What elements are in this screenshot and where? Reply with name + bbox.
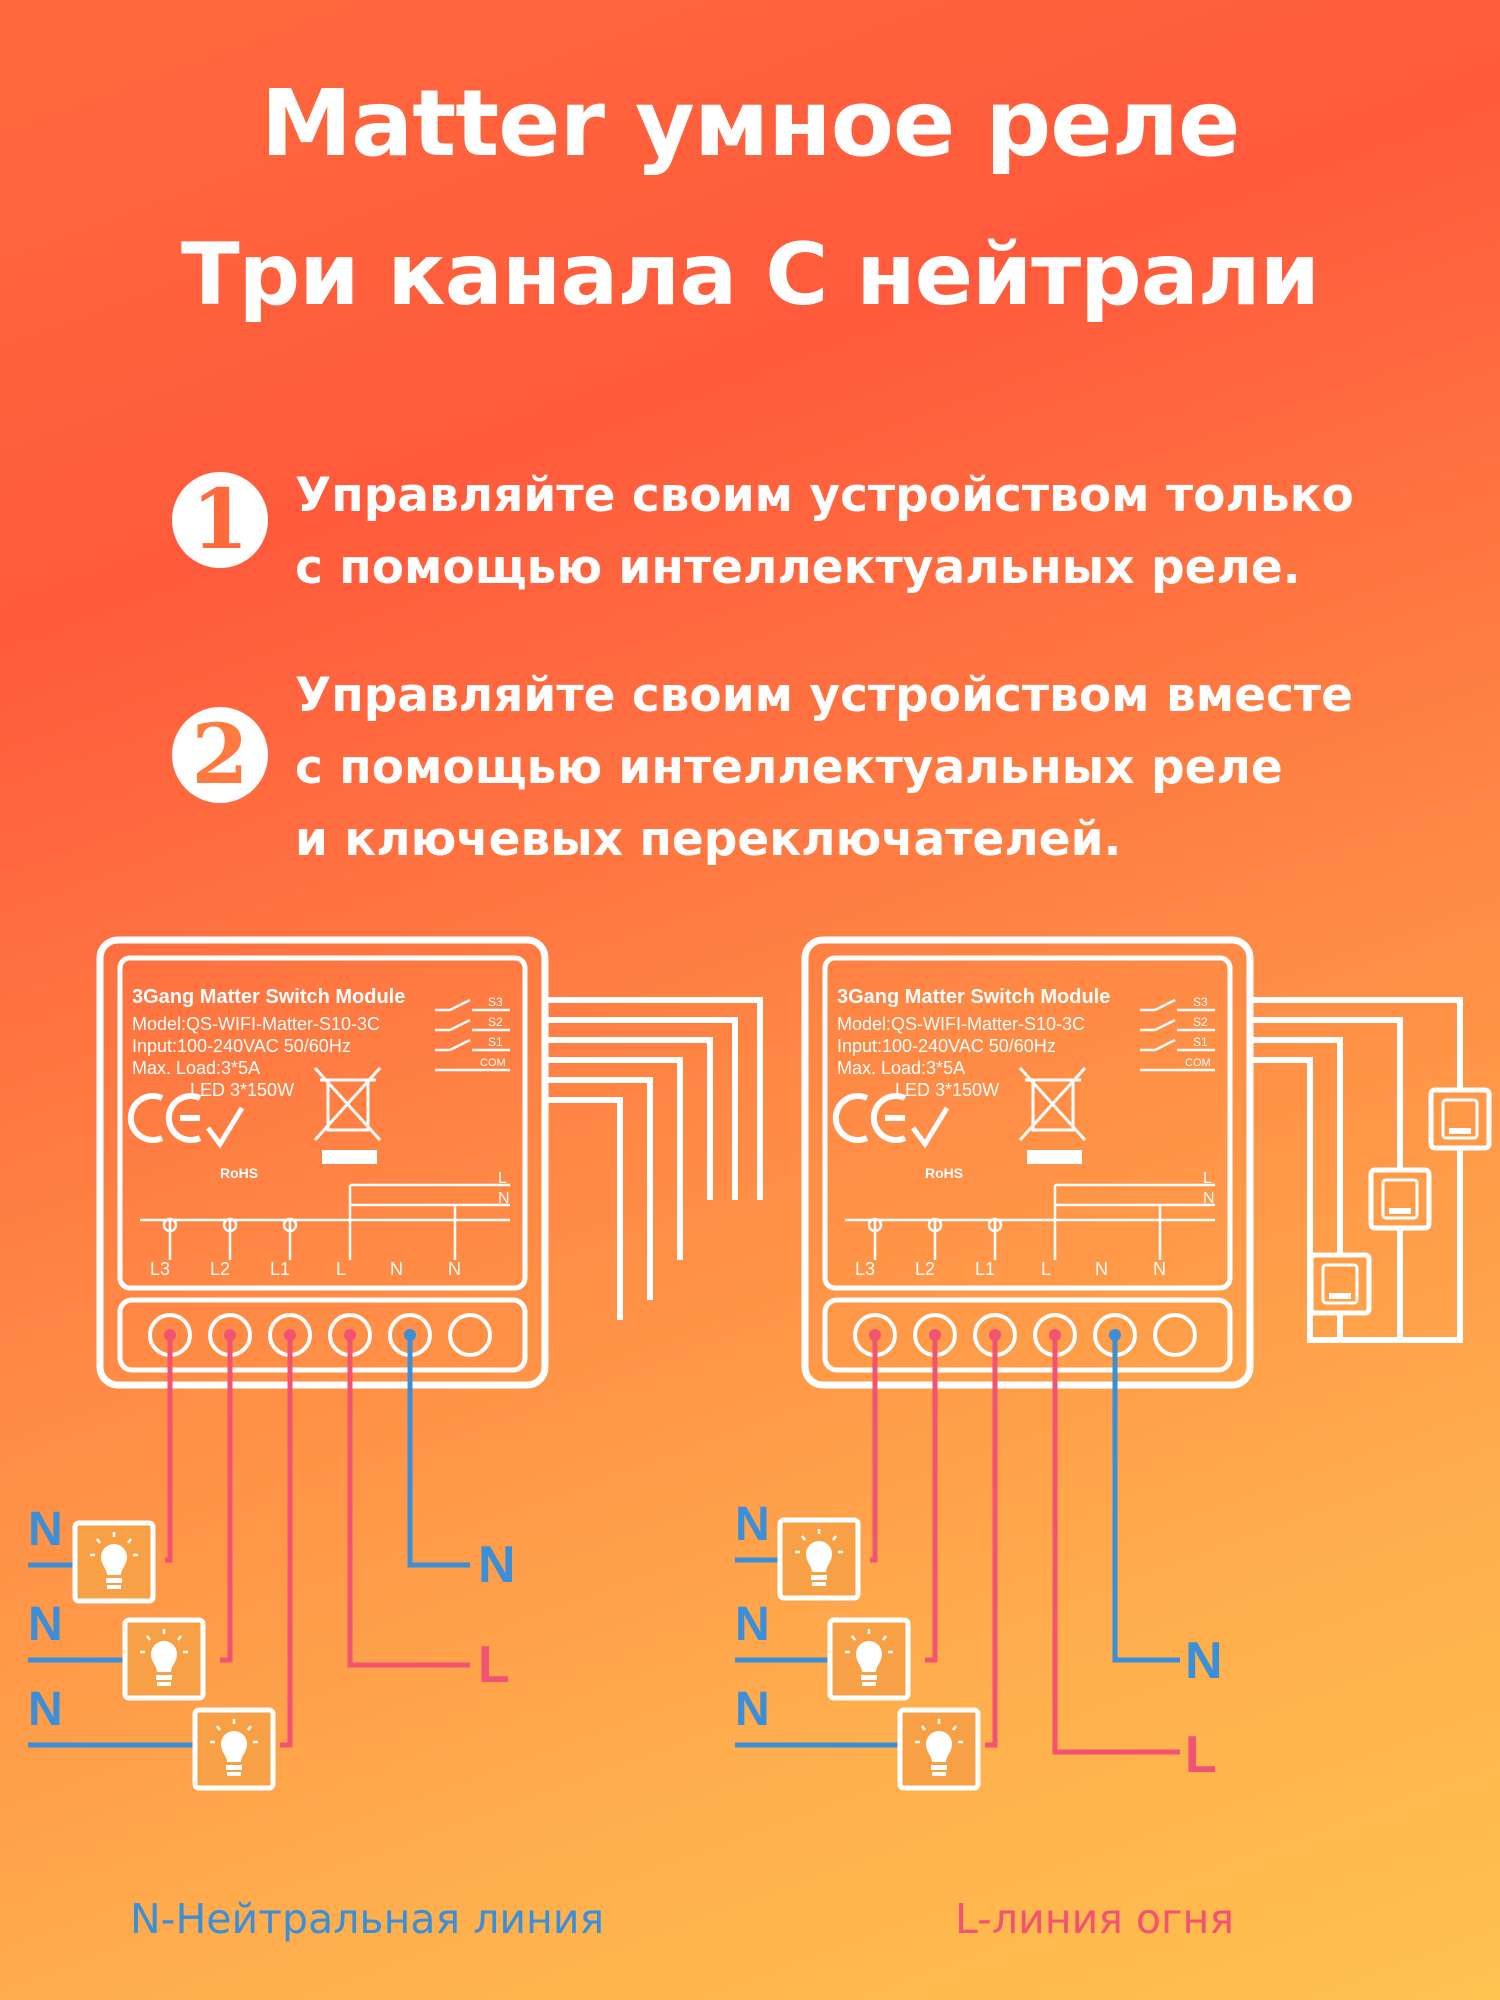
bullet-2-line-1: Управляйте своим устройством вместе [295,668,1353,723]
label-s2: S2 [1193,1015,1208,1029]
module-input: Input:100-240VAC 50/60Hz [837,1036,1056,1056]
wire-label-n: N [735,1598,770,1651]
wire-label-n: N [735,1498,770,1551]
rohs-label: RoHS [220,1165,258,1181]
terminal-n2: N [1153,1259,1166,1279]
label-s1: S1 [1193,1035,1208,1049]
bullet-text-2: Управляйте своим устройством вместе с по… [295,660,1353,876]
terminal-l2: L2 [915,1259,935,1279]
module-model: Model:QS-WIFI-Matter-S10-3C [837,1014,1085,1034]
terminal-n1: N [1095,1259,1108,1279]
module-led: LED 3*150W [895,1080,999,1100]
label-com: COM [1185,1057,1211,1069]
bus-label-n: N [1203,1190,1215,1207]
wire-label-n: N [28,1503,63,1556]
label-s3: S3 [1193,995,1208,1009]
wire-label-l: L [478,1636,510,1694]
relay-module-right: 3Gang Matter Switch Module Model:QS-WIFI… [805,940,1250,1385]
wall-switch-icon [1371,1170,1429,1228]
bullet-1-line-1: Управляйте своим устройством только [295,468,1354,523]
label-s3: S3 [488,995,503,1009]
wire-label-n: N [28,1598,63,1651]
module-max-load: Max. Load:3*5A [837,1058,965,1078]
terminal-l: L [336,1259,346,1279]
bus-label-n: N [498,1190,510,1207]
bullet-2-line-3: и ключевых переключателей. [295,812,1122,867]
module-input: Input:100-240VAC 50/60Hz [132,1036,351,1056]
number-two-icon: 2 [172,707,268,803]
bus-label-l: L [1203,1170,1212,1187]
legend-live: L-линия огня [955,1895,1235,1943]
wire-label-n: N [1185,1632,1223,1690]
bullet-number-2: 2 [191,707,248,803]
wire-label-n: N [28,1683,63,1736]
wall-switch-icon [1431,1090,1489,1148]
terminal-l3: L3 [150,1259,170,1279]
relay-module-left: 3Gang Matter Switch Module Model:QS-WIFI… [100,940,545,1385]
terminal-l1: L1 [270,1259,290,1279]
label-s1: S1 [488,1035,503,1049]
module-led: LED 3*150W [190,1080,294,1100]
terminal-l: L [1041,1259,1051,1279]
bullet-text-1: Управляйте своим устройством только с по… [295,460,1354,604]
legend-neutral: N-Нейтральная линия [130,1895,605,1943]
terminal-n1: N [390,1259,403,1279]
wall-switch-icon [1311,1255,1369,1313]
bullet-1-line-2: с помощью интеллектуальных реле. [295,540,1301,595]
terminal-l2: L2 [210,1259,230,1279]
label-s2: S2 [488,1015,503,1029]
module-name: 3Gang Matter Switch Module [132,986,405,1008]
module-name: 3Gang Matter Switch Module [837,986,1110,1008]
wire-label-l: L [1185,1726,1217,1784]
page-subtitle: Три канала С нейтрали [181,225,1320,325]
terminal-l1: L1 [975,1259,995,1279]
wire-label-n: N [735,1683,770,1736]
label-com: COM [480,1057,506,1069]
number-one-icon: 1 [172,472,268,568]
bullet-2-line-2: с помощью интеллектуальных реле [295,740,1283,795]
bus-label-l: L [498,1170,507,1187]
module-model: Model:QS-WIFI-Matter-S10-3C [132,1014,380,1034]
terminal-l3: L3 [855,1259,875,1279]
rohs-label: RoHS [925,1165,963,1181]
page-title: Matter умное реле [260,70,1241,177]
terminal-n2: N [448,1259,461,1279]
bullet-number-1: 1 [191,472,248,568]
wiring-diagram: 3Gang Matter Switch Module Model:QS-WIFI… [28,920,1500,2000]
module-max-load: Max. Load:3*5A [132,1058,260,1078]
wire-label-n: N [478,1536,516,1594]
